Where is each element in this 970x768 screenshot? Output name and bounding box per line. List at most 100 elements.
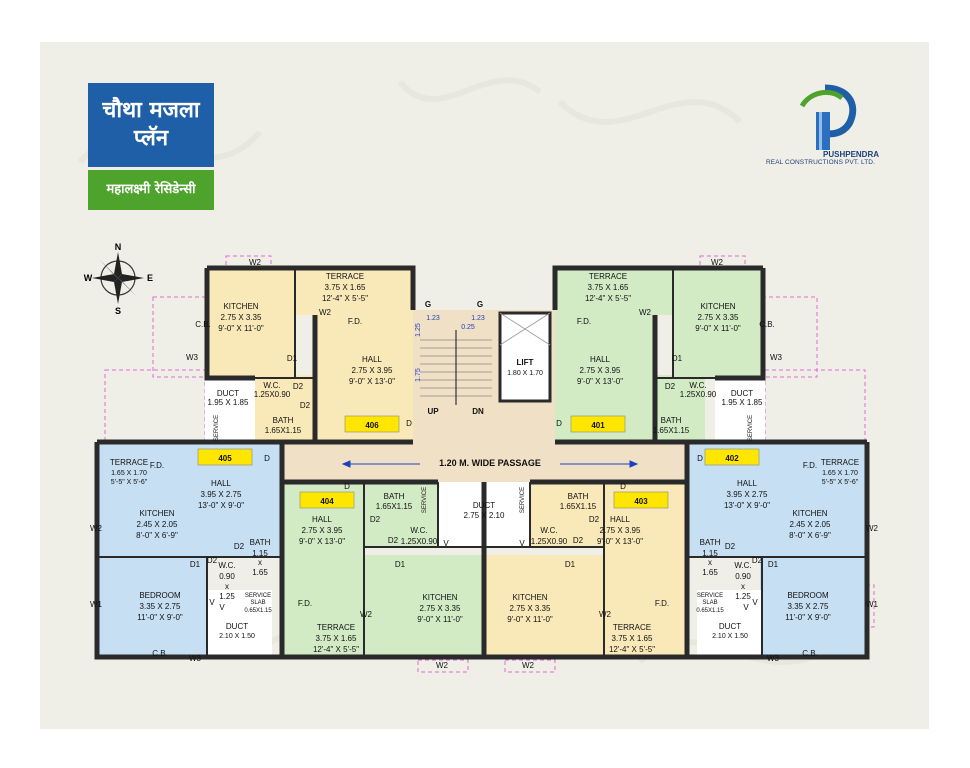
bath-402-a: 1.15 (702, 549, 718, 558)
d2-405-a: D2 (234, 542, 245, 551)
kitchen-404-size: 2.75 X 3.35 (420, 604, 461, 613)
kitchen-404-ft: 9'-0" X 11'-0" (417, 615, 463, 624)
hall-402-size: 3.95 X 2.75 (727, 490, 768, 499)
bath-401-size: 1.65X1.15 (653, 426, 690, 435)
service-402: SERVICE (697, 593, 723, 599)
cb-406: C.B. (195, 320, 211, 329)
dim-v1: 1.25 (415, 323, 422, 337)
cb-405: C.B. (152, 649, 168, 658)
terrace-401-ft: 12'-4" X 5'-5" (585, 294, 631, 303)
dim-1: 1.23 (426, 315, 440, 322)
wc-405-b: 1.25 (219, 592, 235, 601)
terrace-406-size: 3.75 X 1.65 (325, 283, 366, 292)
w3-405: W3 (189, 654, 202, 663)
hall-402: HALL (737, 479, 758, 488)
terrace-404-ft: 12'-4" X 5'-5" (313, 645, 359, 654)
staircase (420, 330, 492, 405)
unit-402-label: 402 (725, 454, 739, 463)
kitchen-402: KITCHEN (792, 509, 827, 518)
hall-404: HALL (312, 515, 333, 524)
d2-401: D2 (665, 382, 676, 391)
duct-mid: DUCT (473, 501, 495, 510)
hall-405-ft: 13'-0" X 9'-0" (198, 501, 244, 510)
slab-405: SLAB (250, 600, 265, 606)
d2-403-a: D2 (589, 515, 600, 524)
duct-406: DUCT (217, 389, 239, 398)
w2-403-a: W2 (599, 610, 612, 619)
wc-405-a: 0.90 (219, 572, 235, 581)
unit-404 (282, 482, 484, 657)
d1-406: D1 (287, 354, 298, 363)
w2-406-top: W2 (249, 258, 262, 267)
title-line-2: प्लॅन (133, 126, 169, 151)
bath-405-x: x (258, 558, 262, 567)
w1-405: W1 (90, 600, 103, 609)
terrace-406: TERRACE (326, 272, 364, 281)
hall-406-size: 2.75 X 3.95 (352, 366, 393, 375)
terrace-406-ft: 12'-4" X 5'-5" (322, 294, 368, 303)
slab-405-size: 0.65X1.15 (244, 608, 272, 614)
terrace-403-ft: 12'-4" X 5'-5" (609, 645, 655, 654)
dim-3: 0.25 (461, 324, 475, 331)
w3-401: W3 (770, 353, 783, 362)
terrace-401: TERRACE (589, 272, 627, 281)
cb-402: C.B. (802, 649, 818, 658)
fd-406: F.D. (348, 317, 362, 326)
w3-406: W3 (186, 353, 199, 362)
lift-size: 1.80 X 1.70 (507, 370, 543, 377)
d2-402-b: D2 (752, 556, 763, 565)
bedroom-402-size: 3.35 X 2.75 (788, 602, 829, 611)
bedroom-405-size: 3.35 X 2.75 (140, 602, 181, 611)
hall-406: HALL (362, 355, 383, 364)
bath-404-size: 1.65X1.15 (376, 502, 413, 511)
dim-v2: 1.75 (415, 368, 422, 382)
v-403: V (519, 539, 525, 548)
d2-404-a: D2 (370, 515, 381, 524)
kitchen-403: KITCHEN (512, 593, 547, 602)
compass-s: S (115, 306, 121, 316)
slab-402-size: 0.65X1.15 (696, 608, 724, 614)
compass-e: E (147, 273, 153, 283)
v-402-b: V (743, 603, 749, 612)
bedroom-402: BEDROOM (787, 591, 829, 600)
hall-405: HALL (211, 479, 232, 488)
hall-403-size: 2.75 X 3.95 (600, 526, 641, 535)
wc-402-b: 1.25 (735, 592, 751, 601)
wc-406-size: 1.25X0.90 (254, 390, 291, 399)
wc-402: W.C. (734, 561, 751, 570)
v-405: V (209, 598, 215, 607)
kitchen-406-size: 2.75 X 3.35 (221, 313, 262, 322)
terrace-405-ft: 5'-5" X 5'-6" (111, 479, 148, 486)
terrace-401-size: 3.75 X 1.65 (588, 283, 629, 292)
duct-405: DUCT (226, 622, 248, 631)
d1-405: D1 (190, 560, 201, 569)
partitions (97, 268, 867, 657)
v-402: V (752, 598, 758, 607)
terrace-402: TERRACE (821, 458, 859, 467)
duct-406-size: 1.95 X 1.85 (208, 398, 249, 407)
unit-badges (197, 415, 760, 509)
duct-402: DUCT (719, 622, 741, 631)
wc-405: W.C. (218, 561, 235, 570)
lift-label: LIFT (517, 358, 534, 367)
bath-406-size: 1.65X1.15 (265, 426, 302, 435)
slab-402: SLAB (702, 600, 717, 606)
kitchen-405-size: 2.45 X 2.05 (137, 520, 178, 529)
wc-404-size: 1.25X0.90 (401, 537, 438, 546)
wc-406: W.C. (263, 381, 280, 390)
d1-401: D1 (672, 354, 683, 363)
bath-402-b: 1.65 (702, 568, 718, 577)
passage-label: 1.20 M. WIDE PASSAGE (439, 458, 541, 468)
d2-406-a: D2 (293, 382, 304, 391)
hall-402-ft: 13'-0" X 9'-0" (724, 501, 770, 510)
service-slab-401: SERVICE (748, 415, 754, 441)
terrace-404: TERRACE (317, 623, 355, 632)
walls (94, 265, 870, 660)
d-404: D (344, 482, 350, 491)
service-405: SERVICE (245, 593, 271, 599)
terrace-404-size: 3.75 X 1.65 (316, 634, 357, 643)
kitchen-402-ft: 8'-0" X 6'-9" (789, 531, 831, 540)
w2-401-top: W2 (711, 258, 724, 267)
duct-405-size: 2.10 X 1.50 (219, 633, 255, 640)
unit-403 (484, 482, 687, 657)
